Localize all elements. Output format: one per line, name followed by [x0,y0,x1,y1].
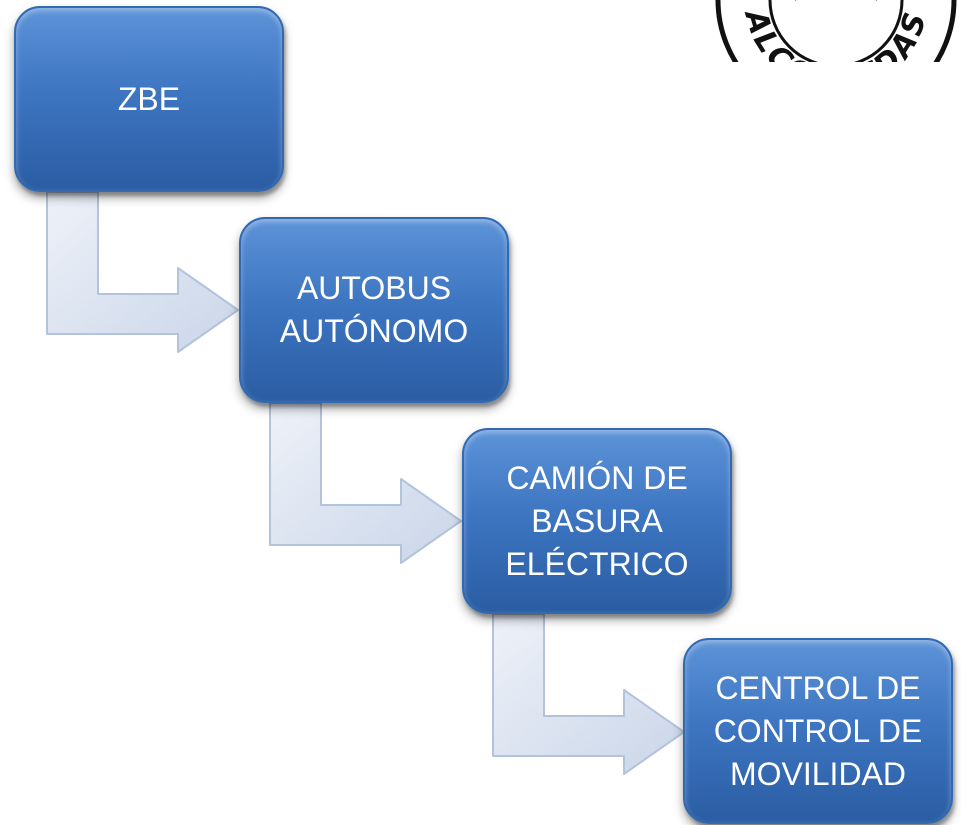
connector-arrow-2 [269,402,462,564]
connector-arrow-1 [46,191,239,353]
step-box-autobus-autonomo: AUTOBUS AUTÓNOMO [239,217,509,403]
step-label: CAMIÓN DE BASURA ELÉCTRICO [505,459,689,582]
step-label: AUTOBUS AUTÓNOMO [279,270,469,349]
step-label: CENTROL DE CONTROL DE MOVILIDAD [713,669,923,792]
step-box-camion-basura: CAMIÓN DE BASURA ELÉCTRICO [462,428,732,614]
step-box-centro-control: CENTROL DE CONTROL DE MOVILIDAD [683,638,953,824]
connector-arrow-3 [492,613,685,775]
step-label: ZBE [117,80,181,117]
step-box-zbe: ZBE [14,6,284,192]
alcobendas-seal-logo: ALCOBENDAS [715,0,957,62]
